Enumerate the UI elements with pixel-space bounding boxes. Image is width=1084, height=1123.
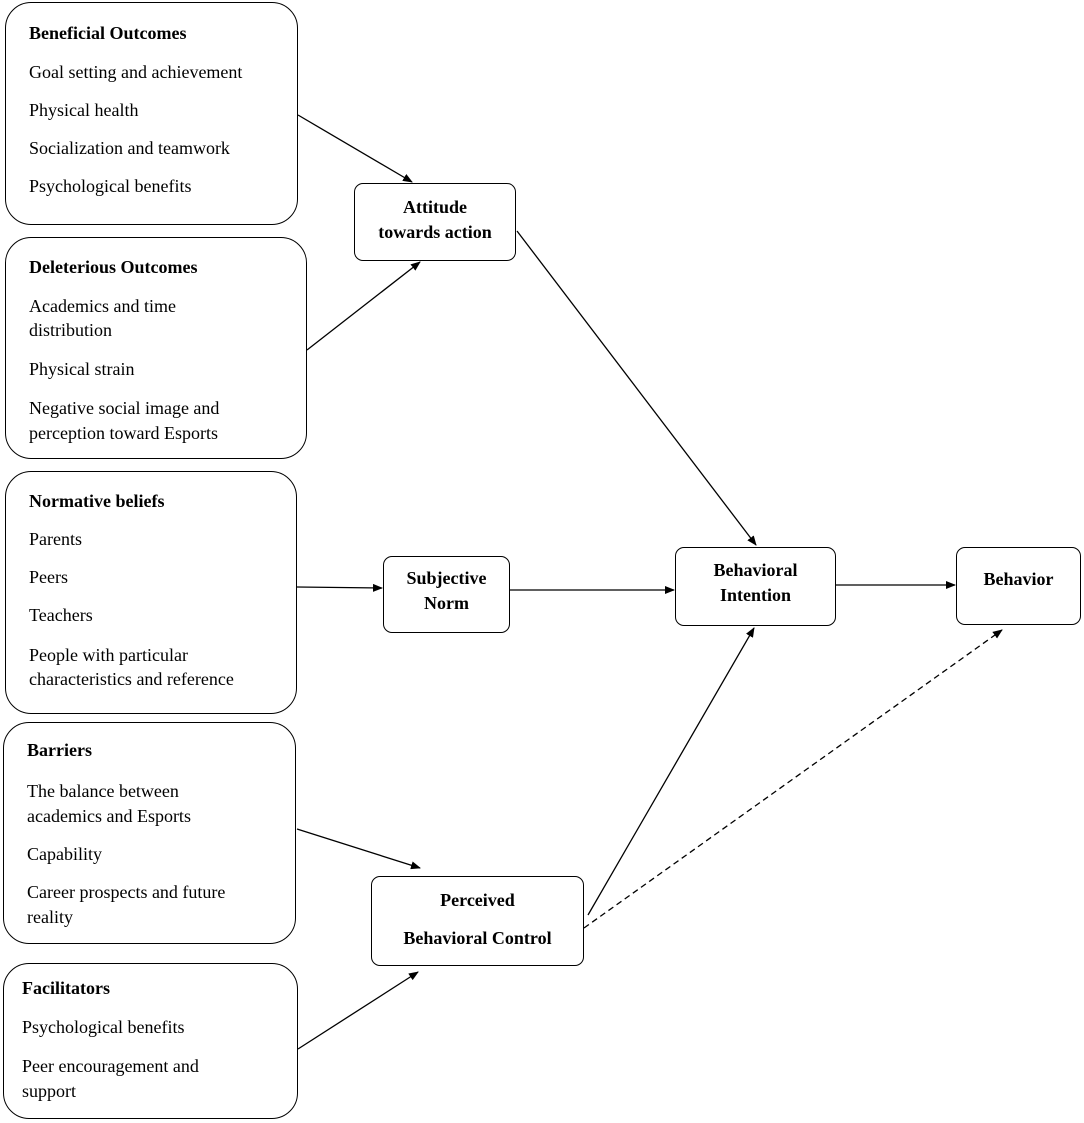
barriers-title: Barriers <box>27 740 92 760</box>
pbc-label-line: Perceived <box>440 890 515 910</box>
beneficial-item: Socialization and teamwork <box>29 138 230 158</box>
beneficial-item: Goal setting and achievement <box>29 62 243 82</box>
facilitators-item: Peer encouragement and <box>22 1056 199 1076</box>
intention-label-line: Behavioral <box>713 560 798 580</box>
barriers-item: academics and Esports <box>27 806 191 826</box>
barriers-item: Career prospects and future <box>27 882 226 902</box>
intention-label-line: Intention <box>719 585 791 605</box>
deleterious-item: Academics and time <box>29 296 176 316</box>
deleterious-item: Physical strain <box>29 359 135 379</box>
barriers-item: The balance between <box>27 781 179 801</box>
arrow-pbc-to-intention <box>587 627 755 916</box>
arrow-facilitators-to-pbc <box>297 971 419 1050</box>
normative-beliefs-title: Normative beliefs <box>29 491 165 511</box>
subjective-norm-node: Subjective Norm <box>383 556 510 633</box>
behavior-node: Behavior <box>956 547 1081 625</box>
normative-item: characteristics and reference <box>29 669 234 689</box>
barriers-item: reality <box>27 907 73 927</box>
behavior-label: Behavior <box>983 569 1054 589</box>
beneficial-outcomes-title: Beneficial Outcomes <box>29 23 187 43</box>
subjective-norm-label-line: Subjective <box>406 568 487 588</box>
deleterious-item: perception toward Esports <box>29 423 218 443</box>
attitude-label-line: towards action <box>378 222 492 242</box>
normative-item: Teachers <box>29 605 93 625</box>
deleterious-outcomes-title: Deleterious Outcomes <box>29 257 198 277</box>
normative-beliefs-box: Normative beliefs Parents Peers Teachers… <box>5 471 297 714</box>
arrow-deleterious-to-attitude <box>306 261 421 351</box>
deleterious-item: Negative social image and <box>29 398 220 418</box>
deleterious-outcomes-box: Deleterious Outcomes Academics and time … <box>5 237 307 459</box>
barriers-item: Capability <box>27 844 102 864</box>
subjective-norm-label-line: Norm <box>424 593 469 613</box>
facilitators-box: Facilitators Psychological benefits Peer… <box>3 963 298 1119</box>
deleterious-item: distribution <box>29 320 113 340</box>
pbc-label-line: Behavioral Control <box>403 928 552 948</box>
beneficial-item: Psychological benefits <box>29 176 192 196</box>
dashed-arrow-pbc-to-behavior <box>583 629 1003 929</box>
arrow-barriers-to-pbc <box>296 828 421 870</box>
arrow-normative-to-subjective-norm <box>296 583 383 592</box>
normative-item: People with particular <box>29 645 188 665</box>
normative-item: Peers <box>29 567 68 587</box>
facilitators-item: support <box>22 1081 76 1101</box>
barriers-box: Barriers The balance between academics a… <box>3 722 296 944</box>
beneficial-outcomes-box: Beneficial Outcomes Goal setting and ach… <box>5 2 298 225</box>
attitude-label-line: Attitude <box>403 197 467 217</box>
facilitators-title: Facilitators <box>22 978 110 998</box>
behavioral-intention-node: Behavioral Intention <box>675 547 836 626</box>
normative-item: Parents <box>29 529 82 549</box>
perceived-behavioral-control-node: Perceived Behavioral Control <box>371 876 584 966</box>
beneficial-item: Physical health <box>29 100 139 120</box>
attitude-node: Attitude towards action <box>354 183 516 261</box>
arrow-beneficial-to-attitude <box>297 114 413 183</box>
facilitators-item: Psychological benefits <box>22 1017 185 1037</box>
arrow-attitude-to-intention <box>516 230 757 546</box>
